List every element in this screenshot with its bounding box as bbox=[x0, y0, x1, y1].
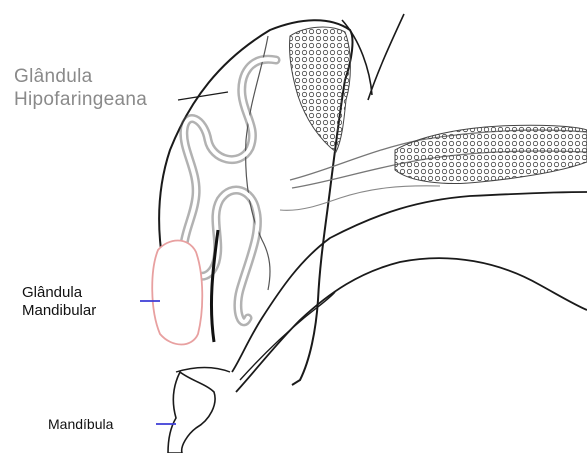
proboscis-tube bbox=[240, 292, 335, 380]
hypopharyngeal-label-line1: Glândula bbox=[14, 66, 147, 89]
salivary-gland-cluster bbox=[395, 125, 587, 183]
upper-gland-cluster bbox=[289, 27, 350, 152]
mandibular-label-line1: Glândula bbox=[22, 284, 96, 302]
hypopharyngeal-label-line2: Hipofaringeana bbox=[14, 89, 147, 112]
duct-branch bbox=[280, 186, 440, 211]
mandible-base-line bbox=[176, 368, 230, 373]
hypopharyngeal-leader-line bbox=[178, 92, 228, 100]
mandibular-label-line2: Mandibular bbox=[22, 302, 96, 320]
mandibular-gland bbox=[152, 241, 202, 345]
mandibular-gland-label: Glândula Mandibular bbox=[22, 284, 96, 320]
mandible-outline bbox=[168, 372, 215, 453]
dark-lateral-line bbox=[211, 230, 218, 342]
hypopharyngeal-gland-label: Glândula Hipofaringeana bbox=[14, 66, 147, 112]
mandible-label: Mandíbula bbox=[48, 416, 113, 433]
